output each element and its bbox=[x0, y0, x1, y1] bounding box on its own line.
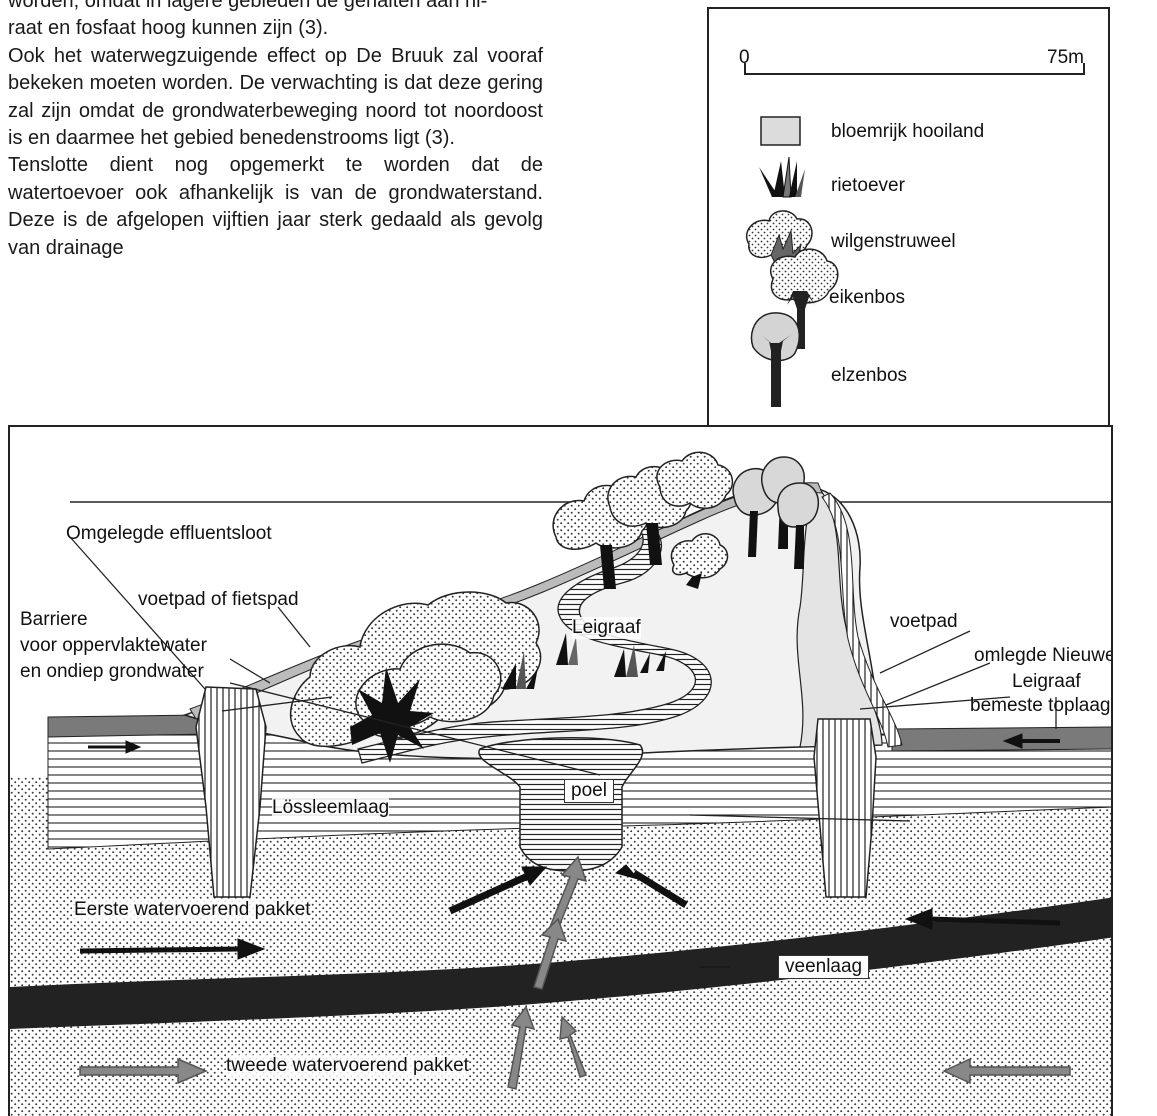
legend-box: 0 75m bloemrijk hooiland rietoever wilge… bbox=[707, 7, 1110, 427]
label-barriere-line-2: voor oppervlaktewater bbox=[20, 635, 207, 657]
label-lossleemlaag: Lössleemlaag bbox=[272, 797, 389, 819]
legend-label-willow: wilgenstruweel bbox=[831, 231, 956, 253]
label-eerste-watervoerend-pakket: Eerste watervoerend pakket bbox=[74, 899, 311, 921]
label-poel: poel bbox=[564, 779, 614, 803]
meadow-icon bbox=[761, 117, 800, 145]
label-leigraaf: Leigraaf bbox=[572, 617, 641, 639]
label-veenlaag: veenlaag bbox=[778, 955, 869, 979]
body-text: worden, omdat in lagere gebieden de geha… bbox=[8, 0, 543, 262]
text-line-2: raat en fosfaat hoog kunnen zijn (3). bbox=[8, 15, 543, 42]
label-tweede-watervoerend-pakket: tweede watervoerend pakket bbox=[226, 1055, 469, 1077]
label-omlegde-nieuwe-line-2: Leigraaf bbox=[1012, 671, 1081, 693]
scale-end-label: 75m bbox=[1047, 47, 1084, 69]
label-omlegde-nieuwe-line-1: omlegde Nieuwe bbox=[974, 645, 1113, 667]
cross-section-diagram: Omgelegde effluentsloot voetpad of fiets… bbox=[8, 425, 1113, 1116]
legend-graphics bbox=[709, 9, 1112, 429]
text-paragraph-2: Tenslotte dient nog opgemerkt te worden … bbox=[8, 152, 543, 262]
legend-label-meadow: bloemrijk hooiland bbox=[831, 121, 984, 143]
barrier-right bbox=[814, 719, 876, 897]
label-bemeste-toplaag: bemeste toplaag bbox=[970, 695, 1111, 717]
reed-icon bbox=[759, 157, 805, 197]
legend-label-alder: elzenbos bbox=[831, 365, 907, 387]
legend-label-oak: eikenbos bbox=[829, 287, 905, 309]
label-barriere-line-1: Barriere bbox=[20, 609, 88, 631]
alder-tree-icon bbox=[752, 313, 800, 407]
legend-label-reed: rietoever bbox=[831, 175, 905, 197]
topsoil-left bbox=[48, 715, 210, 737]
label-omgelegde-effluentsloot: Omgelegde effluentsloot bbox=[66, 523, 272, 545]
text-line-1: worden, omdat in lagere gebieden de geha… bbox=[8, 0, 543, 15]
scale-bar bbox=[745, 63, 1084, 75]
label-barriere-line-3: en ondiep grondwater bbox=[20, 661, 204, 683]
scale-start-label: 0 bbox=[739, 47, 750, 69]
topsoil-right bbox=[892, 727, 1113, 751]
text-paragraph-1: Ook het waterwegzuigende effect op De Br… bbox=[8, 43, 543, 153]
label-voetpad-of-fietspad: voetpad of fietspad bbox=[138, 589, 299, 611]
label-voetpad: voetpad bbox=[890, 611, 958, 633]
